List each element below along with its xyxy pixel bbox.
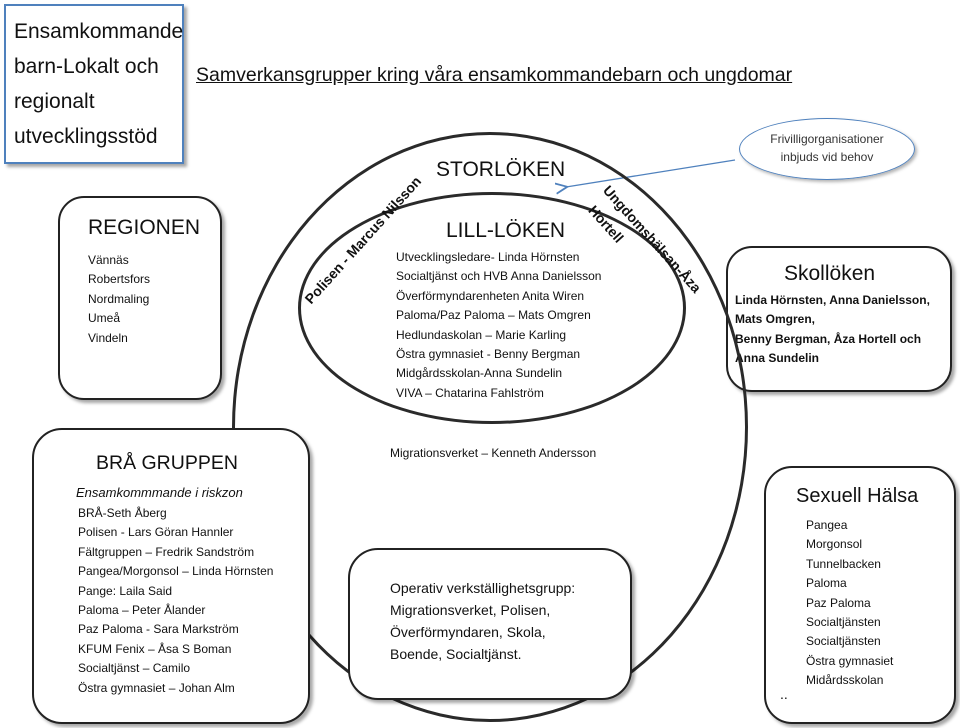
list-item: Utvecklingsledare- Linda Hörnsten <box>396 250 580 264</box>
list-item: Fältgruppen – Fredrik Sandström <box>78 544 255 559</box>
frivillig-line: inbjuds vid behov <box>780 150 874 164</box>
lilloken-title: LILL-LÖKEN <box>446 219 566 242</box>
bra-box: BRÅ GRUPPEN Ensamkommmande i riskzon BRÅ… <box>32 428 310 724</box>
operativ-box: Operativ verkställighetsgrupp: Migration… <box>348 548 632 700</box>
bra-title: BRÅ GRUPPEN <box>96 452 238 474</box>
title-line: barn-Lokalt och <box>14 55 159 78</box>
list-item: Robertsfors <box>88 272 151 287</box>
bra-subtitle: Ensamkommmande i riskzon <box>76 485 243 500</box>
list-item: Umeå <box>88 311 121 326</box>
title-line: Ensamkommande <box>14 20 184 43</box>
list-item: Tunnelbacken <box>806 556 881 571</box>
list-item: Polisen - Lars Göran Hannler <box>78 525 234 540</box>
list-item: Paz Paloma - Sara Markström <box>78 622 239 637</box>
list-item: Östra gymnasiet <box>806 653 894 668</box>
skolloken-members: Linda Hörnsten, Anna Danielsson, Mats Om… <box>735 291 930 369</box>
list-item: Paloma <box>806 576 847 591</box>
skolloken-line: Linda Hörnsten, Anna Danielsson, <box>735 293 930 307</box>
page-heading: Samverkansgrupper kring våra ensamkomman… <box>196 64 793 86</box>
storloken-ring <box>232 132 748 722</box>
regionen-title: REGIONEN <box>88 216 201 239</box>
title-box: Ensamkommande barn-Lokalt och regionalt … <box>4 4 184 164</box>
sexuell-footnote: .. <box>780 686 788 702</box>
list-item: Socialtjänst – Camilo <box>78 661 191 676</box>
list-item: Paz Paloma <box>806 595 871 610</box>
bra-list: BRÅ-Seth Åberg Polisen - Lars Göran Hann… <box>78 504 273 698</box>
migrationsverket-label: Migrationsverket – Kenneth Andersson <box>390 446 597 460</box>
title-line: utvecklingsstöd <box>14 125 158 148</box>
operativ-line: Boende, Socialtjänst. <box>390 646 522 662</box>
skolloken-line: Mats Omgren, <box>735 312 816 327</box>
skolloken-line: Benny Bergman, Åza Hortell och <box>735 331 922 346</box>
list-item: Pange: Laila Said <box>78 583 173 598</box>
regionen-list: Vännäs Robertsfors Nordmaling Umeå Vinde… <box>88 251 150 348</box>
lilloken-list: Utvecklingsledare- Linda Hörnsten Social… <box>396 248 601 403</box>
sexuell-list: Pangea Morgonsol Tunnelbacken Paloma Paz… <box>806 516 893 691</box>
list-item: Morgonsol <box>806 537 863 552</box>
list-item: Paloma – Peter Ålander <box>78 603 206 618</box>
list-item: Vännäs <box>88 253 129 267</box>
frivillig-line: Frivilligorganisationer <box>770 132 884 146</box>
list-item: Pangea <box>806 518 848 532</box>
list-item: BRÅ-Seth Åberg <box>78 506 167 520</box>
list-item: Östra gymnasiet - Benny Bergman <box>396 347 581 362</box>
list-item: Pangea/Morgonsol – Linda Hörnsten <box>78 564 274 579</box>
skolloken-title: Skollöken <box>784 262 876 285</box>
list-item: Östra gymnasiet – Johan Alm <box>78 680 235 695</box>
title-line: regionalt <box>14 90 95 113</box>
skolloken-box: Skollöken Linda Hörnsten, Anna Danielsso… <box>726 246 952 392</box>
skolloken-line: Anna Sundelin <box>735 351 819 366</box>
list-item: Överförmyndarenheten Anita Wiren <box>396 288 585 303</box>
list-item: Hedlundaskolan – Marie Karling <box>396 327 567 342</box>
sexuell-title: Sexuell Hälsa <box>796 485 919 507</box>
list-item: Midgårdsskolan-Anna Sundelin <box>396 366 563 381</box>
list-item: Socialtjänsten <box>806 615 881 630</box>
sexuell-box: Sexuell Hälsa Pangea Morgonsol Tunnelbac… <box>764 466 956 724</box>
operativ-title: Operativ verkställighetsgrupp: <box>390 580 576 596</box>
list-item: VIVA – Chatarina Fahlström <box>396 385 544 400</box>
operativ-line: Migrationsverket, Polisen, <box>390 602 551 618</box>
operativ-line: Överförmyndaren, Skola, <box>390 624 546 640</box>
operativ-text: Operativ verkställighetsgrupp: Migration… <box>390 577 575 665</box>
frivillig-ellipse: Frivilligorganisationer inbjuds vid beho… <box>739 118 915 180</box>
regionen-box: REGIONEN Vännäs Robertsfors Nordmaling U… <box>58 196 222 400</box>
list-item: KFUM Fenix – Åsa S Boman <box>78 641 232 656</box>
lilloken-ring <box>298 192 686 424</box>
list-item: Midårdsskolan <box>806 673 884 688</box>
list-item: Socialtjänst och HVB Anna Danielsson <box>396 269 602 284</box>
list-item: Nordmaling <box>88 291 150 306</box>
list-item: Paloma/Paz Paloma – Mats Omgren <box>396 308 591 323</box>
list-item: Socialtjänsten <box>806 634 881 649</box>
list-item: Vindeln <box>88 330 128 345</box>
storloken-title: STORLÖKEN <box>436 158 566 181</box>
